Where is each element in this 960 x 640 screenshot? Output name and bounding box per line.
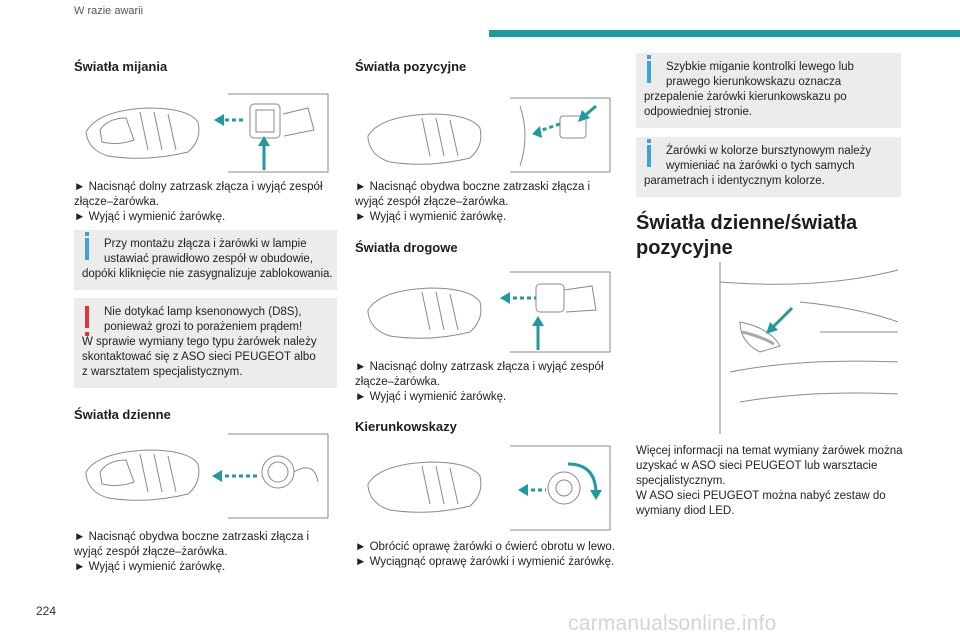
info-line: ustawiać prawidłowo zespół w obudowie, [104, 253, 314, 265]
steps-high-beam: ► Nacisnąć dolny zatrzask złącza i wyjąć… [355, 360, 604, 405]
heading-low-beam: Światła mijania [74, 59, 168, 74]
heading-line: pozycyjne [636, 237, 733, 259]
illustration-low-beam-bulb [85, 93, 329, 173]
info-icon [647, 139, 651, 167]
info-line: wymieniać na żarówki o tych samych [666, 160, 855, 172]
rotate-arrow-icon [567, 462, 598, 495]
steps-position-lights: ► Nacisnąć obydwa boczne zatrzaski złącz… [355, 180, 590, 225]
heading-high-beam: Światła drogowe [355, 240, 458, 255]
step-line: ► Wyjąć i wymienić żarówkę. [355, 391, 507, 403]
step-line: ► Wyjąć i wymienić żarówkę. [74, 561, 226, 573]
warning-line: skontaktować się z ASO sieci PEUGEOT alb… [82, 351, 316, 363]
watermark: carmanualsonline.info [568, 612, 777, 635]
info-line: Żarówki w kolorze bursztynowym należy [666, 145, 872, 157]
info-line: Przy montażu złącza i żarówki w lampie [104, 238, 307, 250]
warning-icon [85, 306, 89, 336]
info-box-fast-blinking: Szybkie miganie kontrolki lewego lub pra… [636, 53, 901, 128]
heading-daytime-lights: Światła dzienne [74, 407, 171, 422]
heading-turn-signals: Kierunkowskazy [355, 419, 457, 434]
step-line: ► Nacisnąć dolny zatrzask złącza i wyjąć… [74, 181, 323, 193]
warning-line: ponieważ grozi to porażeniem prądem! [104, 321, 303, 333]
paragraph-more-info: Więcej informacji na temat wymiany żarów… [636, 444, 903, 519]
para-line: Więcej informacji na temat wymiany żarów… [636, 445, 903, 457]
page-number: 224 [36, 604, 57, 618]
warning-line: W sprawie wymiany tego typu żarówek nale… [82, 336, 317, 348]
info-line: dopóki kliknięcie nie zasygnalizuje zabl… [82, 268, 333, 280]
warning-line: z warsztatem specjalistycznym. [82, 366, 243, 378]
info-line: parametrach i identycznym kolorze. [644, 175, 825, 187]
steps-turn-signals: ► Obrócić oprawę żarówki o ćwierć obrotu… [355, 540, 615, 570]
arrow-left-icon [535, 122, 561, 134]
para-line: specjalistycznym. [636, 475, 726, 487]
step-line: ► Nacisnąć obydwa boczne zatrzaski złącz… [74, 531, 310, 543]
step-line: ► Obrócić oprawę żarówki o ćwierć obrotu… [355, 541, 616, 553]
step-line: ► Nacisnąć dolny zatrzask złącza i wyjąć… [355, 361, 604, 373]
step-line: złącze–żarówka. [74, 196, 160, 208]
step-line: wyjąć zespół złącze–żarówka. [74, 546, 228, 558]
steps-daytime-lights: ► Nacisnąć obydwa boczne zatrzaski złącz… [74, 530, 309, 575]
illustration-daytime-bulb [85, 433, 329, 519]
info-box-mounting: Przy montażu złącza i żarówki w lampie u… [74, 230, 337, 290]
header-accent-bar [489, 30, 960, 37]
para-line: uzyskać w ASO sieci PEUGEOT lub warsztac… [636, 460, 878, 472]
heading-line: Światła dzienne/światła [636, 212, 858, 234]
para-line: wymiany diod LED. [636, 505, 735, 517]
step-line: złącze–żarówka. [355, 376, 441, 388]
step-line: wyjąć zespół złącze–żarówka. [355, 196, 509, 208]
header-section-title: W razie awarii [74, 5, 144, 17]
step-line: ► Nacisnąć obydwa boczne zatrzaski złącz… [355, 181, 591, 193]
step-line: ► Wyciągnąć oprawę żarówki i wymienić ża… [355, 556, 615, 568]
info-icon [85, 232, 89, 260]
info-line: przepalenie żarówki kierunkowskazu po [644, 91, 847, 103]
warning-line: Nie dotykać lamp ksenonowych (D8S), [104, 306, 302, 318]
illustration-position-bulb [367, 97, 611, 173]
info-line: prawego kierunkowskazu oznacza [666, 76, 842, 88]
info-box-amber-bulbs: Żarówki w kolorze bursztynowym należy wy… [636, 137, 901, 197]
heading-daytime-position-lights: Światła dzienne/światła pozycyjne [636, 211, 857, 261]
steps-low-beam: ► Nacisnąć dolny zatrzask złącza i wyjąć… [74, 180, 323, 225]
info-icon [647, 55, 651, 83]
illustration-high-beam-bulb [367, 271, 611, 353]
warning-box-xenon: Nie dotykać lamp ksenonowych (D8S), poni… [74, 298, 337, 388]
step-line: ► Wyjąć i wymienić żarówkę. [74, 211, 226, 223]
step-line: ► Wyjąć i wymienić żarówkę. [355, 211, 507, 223]
info-line: odpowiedniej stronie. [644, 106, 753, 118]
illustration-turn-signal-bulb [367, 445, 611, 531]
led-strip [741, 330, 775, 346]
para-line: W ASO sieci PEUGEOT można nabyć zestaw d… [636, 490, 886, 502]
illustration-car-front-led [719, 262, 899, 434]
info-line: Szybkie miganie kontrolki lewego lub [666, 61, 854, 73]
heading-position-lights: Światła pozycyjne [355, 59, 467, 74]
